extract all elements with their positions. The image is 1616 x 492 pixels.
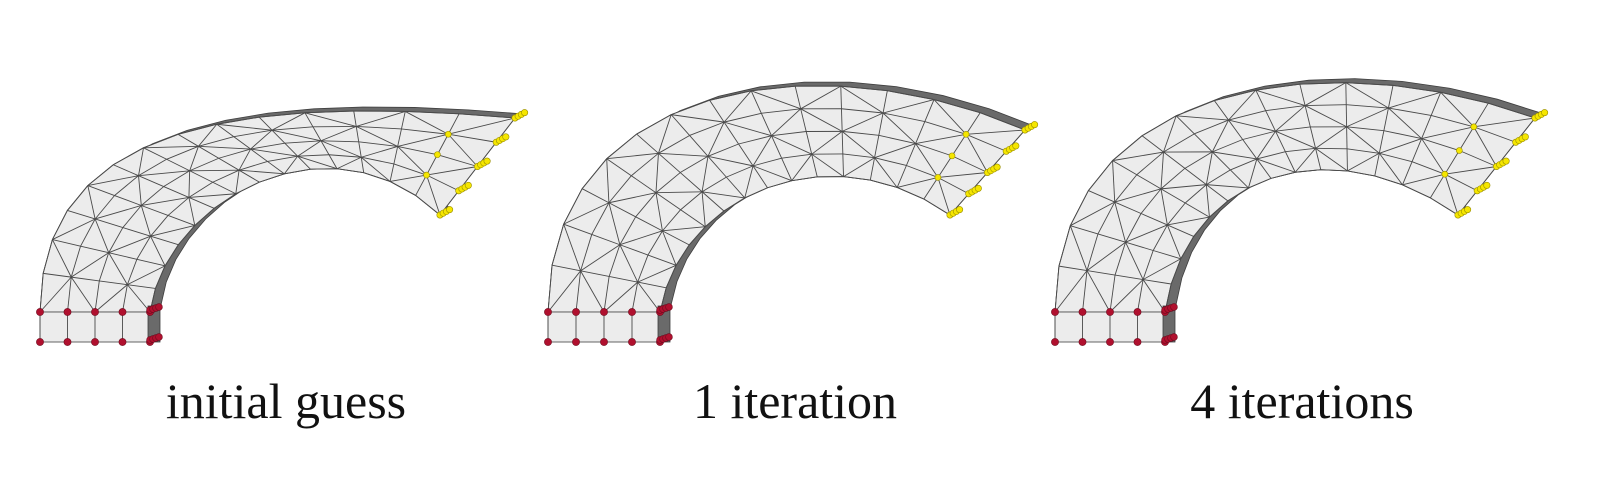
fixed-node [1078, 308, 1087, 316]
panel-initial-guess [36, 106, 529, 346]
fixed-support [36, 303, 163, 346]
fixed-node [572, 308, 580, 316]
fixed-node [1170, 303, 1178, 311]
caption-4-iterations: 4 iterations [1190, 373, 1414, 429]
load-node [974, 184, 982, 192]
fixed-node [1133, 338, 1142, 346]
fixed-node [628, 308, 636, 316]
load-node [423, 171, 430, 179]
fixed-node [544, 338, 552, 346]
fixed-support [1051, 303, 1178, 346]
load-node [521, 109, 529, 117]
panel-1-iteration [544, 81, 1039, 346]
fixed-node [600, 308, 608, 316]
load-node [444, 130, 452, 138]
loaded-end [934, 121, 1039, 219]
load-node [1541, 109, 1549, 117]
fixed-node [1106, 308, 1114, 316]
fixed-support [544, 303, 673, 346]
fixed-node [628, 338, 636, 346]
load-node [948, 152, 956, 160]
fixed-node [91, 338, 99, 346]
load-node [464, 181, 472, 189]
fixed-node [1051, 308, 1059, 316]
fixed-node [63, 338, 72, 346]
fixed-node [1051, 338, 1059, 346]
fixed-node [91, 308, 99, 316]
load-node [502, 133, 510, 141]
mesh-face [1054, 82, 1536, 313]
fixed-node [118, 338, 127, 346]
fixed-node [665, 333, 673, 341]
load-node [1031, 121, 1039, 129]
load-node [446, 206, 454, 214]
load-node [1456, 147, 1463, 154]
loaded-end [423, 109, 529, 219]
fixed-node [36, 308, 44, 316]
load-node [993, 163, 1001, 171]
fixed-node [63, 308, 72, 316]
fixed-node [1133, 308, 1142, 316]
fixed-node [118, 308, 127, 316]
load-node [483, 157, 491, 165]
load-node [1441, 170, 1449, 178]
fixed-node [1170, 333, 1178, 341]
fixed-node [155, 303, 163, 311]
fixed-node [1078, 338, 1087, 346]
mesh-wireframe [39, 110, 516, 313]
caption-1-iteration: 1 iteration [693, 373, 897, 429]
load-node [434, 151, 441, 158]
fixed-node [600, 338, 608, 346]
load-node [1012, 142, 1020, 150]
loaded-end [1441, 109, 1549, 219]
load-node [1483, 181, 1491, 189]
load-node [934, 174, 942, 181]
load-node [1502, 157, 1510, 165]
mesh-wireframe [547, 85, 1026, 313]
fixed-node [665, 303, 673, 311]
fixed-node [1106, 338, 1114, 346]
fixed-node [544, 308, 552, 316]
panel-4-iterations [1051, 78, 1549, 346]
load-node [1464, 206, 1472, 214]
fixed-node [36, 338, 44, 346]
caption-initial-guess: initial guess [166, 373, 406, 429]
load-node [1521, 133, 1529, 141]
load-node [956, 206, 964, 214]
fixed-node [572, 338, 580, 346]
load-node [962, 131, 970, 138]
load-node [1470, 123, 1478, 131]
fixed-node [155, 333, 163, 341]
